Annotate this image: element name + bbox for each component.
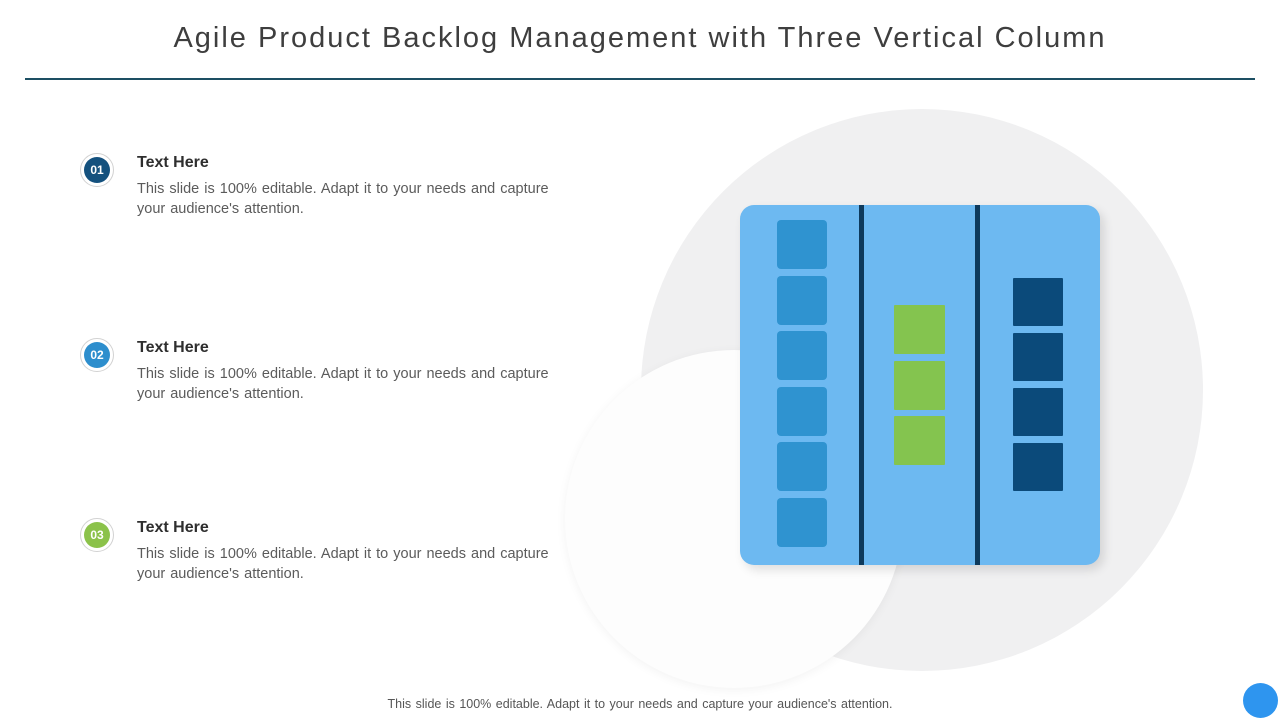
item-body-line: your audience's attention. <box>137 201 304 217</box>
column-1-card <box>777 498 827 547</box>
item-body: This slide is 100% editable. Adapt it to… <box>137 179 585 219</box>
column-3-card <box>1013 388 1063 436</box>
item-number-badge: 02 <box>80 338 114 372</box>
column-3-card <box>1013 443 1063 491</box>
item-text-block: Text Here This slide is 100% editable. A… <box>137 518 585 584</box>
column-1-card <box>777 442 827 491</box>
list-item-01: 01 Text Here This slide is 100% editable… <box>80 153 585 219</box>
item-body-line: your audience's attention. <box>137 386 304 402</box>
item-body-line: This slide is 100% editable. Adapt it to… <box>137 181 549 197</box>
slide-title: Agile Product Backlog Management with Th… <box>173 22 1107 54</box>
column-2-card <box>894 305 945 354</box>
badge-number: 01 <box>90 163 104 177</box>
item-heading: Text Here <box>137 519 209 536</box>
item-number-badge: 03 <box>80 518 114 552</box>
badge-number: 03 <box>90 528 104 542</box>
list-item-02: 02 Text Here This slide is 100% editable… <box>80 338 585 404</box>
column-1-card <box>777 276 827 325</box>
item-heading: Text Here <box>137 154 209 171</box>
corner-dot <box>1243 683 1278 718</box>
item-heading: Text Here <box>137 339 209 356</box>
badge-circle: 02 <box>84 342 110 368</box>
badge-number: 02 <box>90 348 104 362</box>
column-1-card <box>777 331 827 380</box>
column-3-card <box>1013 278 1063 326</box>
item-body-line: your audience's attention. <box>137 566 304 582</box>
footer-note: This slide is 100% editable. Adapt it to… <box>387 697 893 711</box>
title-divider <box>25 78 1255 80</box>
item-text-block: Text Here This slide is 100% editable. A… <box>137 153 585 219</box>
item-body: This slide is 100% editable. Adapt it to… <box>137 544 585 584</box>
badge-circle: 03 <box>84 522 110 548</box>
badge-circle: 01 <box>84 157 110 183</box>
column-divider <box>975 205 980 565</box>
list-item-03: 03 Text Here This slide is 100% editable… <box>80 518 585 584</box>
item-text-block: Text Here This slide is 100% editable. A… <box>137 338 585 404</box>
column-2-card <box>894 361 945 410</box>
column-divider <box>859 205 864 565</box>
column-1-card <box>777 220 827 269</box>
item-body-line: This slide is 100% editable. Adapt it to… <box>137 546 549 562</box>
item-body: This slide is 100% editable. Adapt it to… <box>137 364 585 404</box>
kanban-board <box>740 205 1100 565</box>
item-body-line: This slide is 100% editable. Adapt it to… <box>137 366 549 382</box>
column-1-card <box>777 387 827 436</box>
item-number-badge: 01 <box>80 153 114 187</box>
column-2-card <box>894 416 945 465</box>
column-3-card <box>1013 333 1063 381</box>
